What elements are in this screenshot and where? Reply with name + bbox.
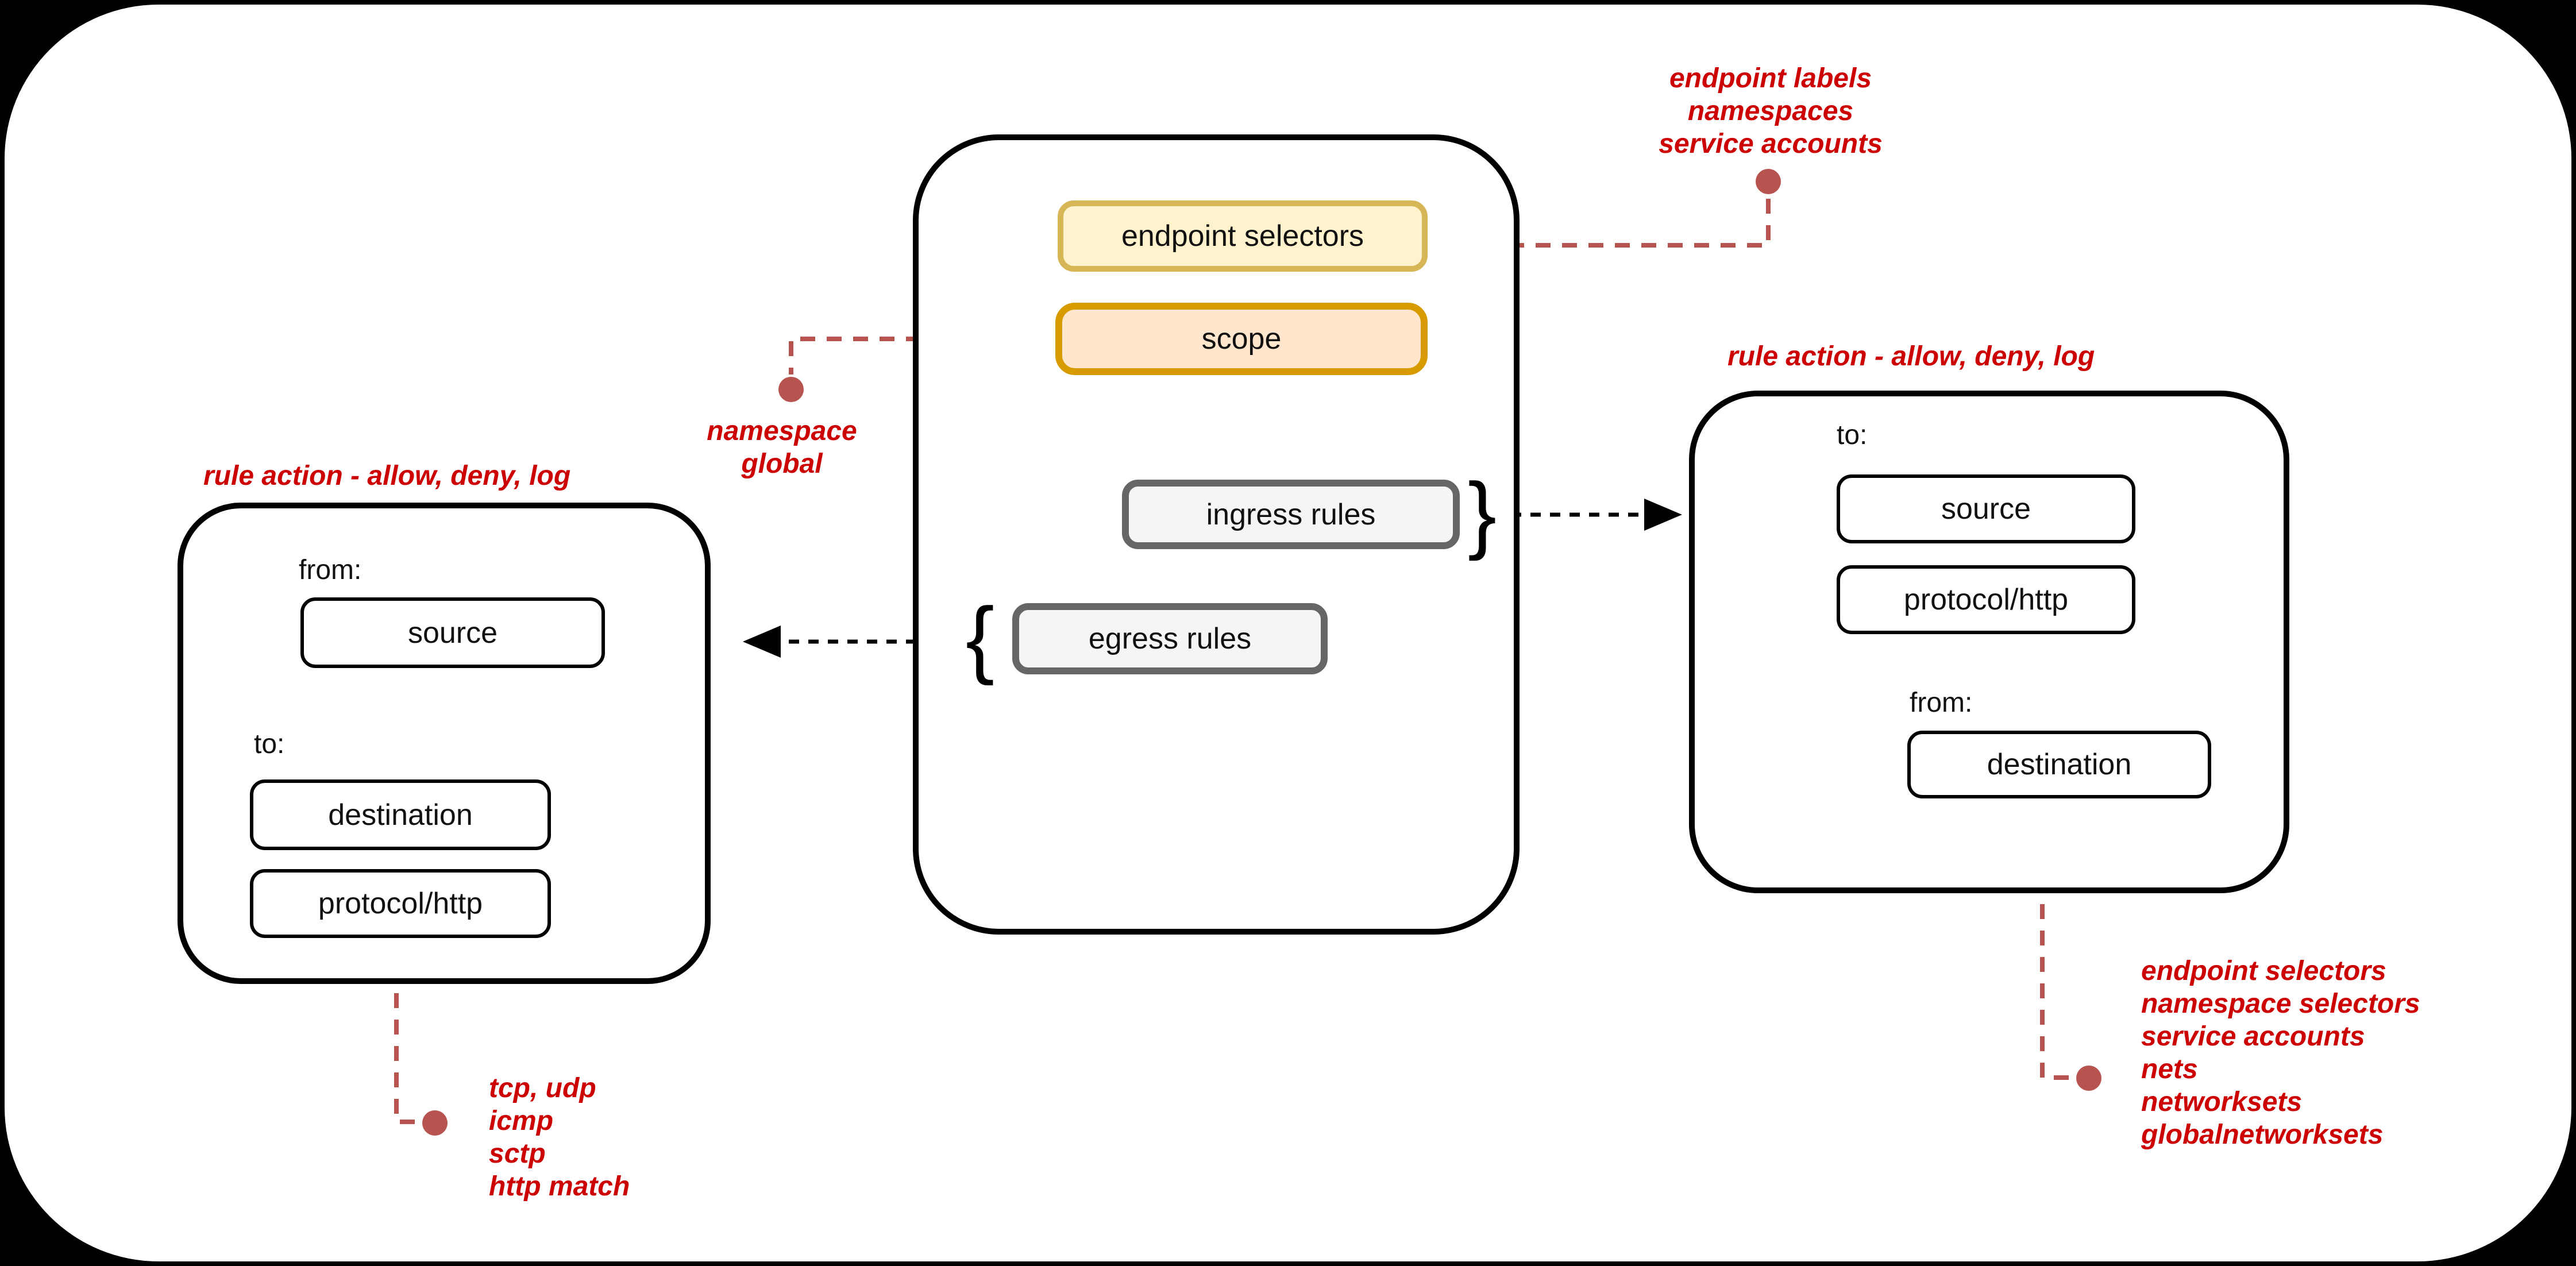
endpoint-selector-values-note: endpoint labels namespaces service accou… xyxy=(1598,62,1943,160)
egress-rules-box: egress rules xyxy=(1012,603,1328,674)
note-line: nets xyxy=(2141,1054,2198,1084)
ingress-source-box: source xyxy=(1837,474,2135,543)
note-line: icmp xyxy=(489,1106,554,1136)
note-line: networksets xyxy=(2141,1087,2303,1117)
note-line: endpoint selectors xyxy=(2141,956,2386,986)
connector-endpoint-selectors xyxy=(1430,198,1771,248)
note-line: sctp xyxy=(489,1138,546,1169)
note-line: http match xyxy=(489,1171,630,1202)
ingress-rules-label: ingress rules xyxy=(1206,497,1376,531)
ingress-brace: } xyxy=(1467,465,1497,561)
ingress-protocol-box: protocol/http xyxy=(1837,565,2135,634)
connector-scope-dot xyxy=(778,377,804,402)
egress-source-box: source xyxy=(300,597,605,668)
egress-destination-label: destination xyxy=(328,798,473,832)
egress-from-label: from: xyxy=(299,555,362,585)
destination-values-note: endpoint selectors namespace selectors s… xyxy=(2141,955,2420,1151)
ingress-destination-box: destination xyxy=(1907,731,2211,798)
connector-endpoint-selectors-dot xyxy=(1756,169,1781,194)
ingress-from-label: from: xyxy=(1910,688,1973,718)
ingress-to-label: to: xyxy=(1837,420,1868,450)
scope-label: scope xyxy=(1201,322,1282,356)
note-line: globalnetworksets xyxy=(2141,1120,2384,1150)
note-line: service accounts xyxy=(1659,129,1883,159)
egress-protocol-box: protocol/http xyxy=(250,869,551,938)
egress-rules-label: egress rules xyxy=(1088,622,1252,655)
protocol-values-note: tcp, udp icmp sctp http match xyxy=(489,1072,630,1203)
endpoint-selectors-label: endpoint selectors xyxy=(1121,219,1364,253)
connector-protocol-dot xyxy=(422,1110,448,1136)
note-line: service accounts xyxy=(2141,1021,2365,1052)
egress-arrowhead xyxy=(743,626,781,658)
ingress-destination-label: destination xyxy=(1987,748,2132,781)
egress-source-label: source xyxy=(407,616,498,650)
note-line: tcp, udp xyxy=(489,1073,596,1103)
connector-destination-dot xyxy=(2076,1066,2101,1091)
egress-to-label: to: xyxy=(254,729,285,759)
egress-rule-action-note: rule action - allow, deny, log xyxy=(203,461,571,491)
ingress-rules-box: ingress rules xyxy=(1122,480,1460,549)
note-line: namespace selectors xyxy=(2141,989,2420,1019)
ingress-arrowhead xyxy=(1644,499,1682,531)
note-line: namespace xyxy=(707,416,857,446)
egress-brace: { xyxy=(965,589,995,686)
ingress-rule-box xyxy=(1689,391,2289,893)
note-line: endpoint labels xyxy=(1669,63,1872,94)
ingress-protocol-label: protocol/http xyxy=(1903,583,2069,616)
endpoint-selectors-box: endpoint selectors xyxy=(1058,200,1428,272)
scope-values-note: namespace global xyxy=(638,415,925,480)
note-line: namespaces xyxy=(1687,96,1854,126)
ingress-source-label: source xyxy=(1941,492,2031,526)
ingress-rule-action-note: rule action - allow, deny, log xyxy=(1727,341,2095,372)
scope-box: scope xyxy=(1055,303,1428,375)
note-line: global xyxy=(741,449,823,479)
egress-protocol-label: protocol/http xyxy=(318,887,483,920)
connector-protocol xyxy=(394,940,419,1124)
egress-destination-box: destination xyxy=(250,779,551,850)
